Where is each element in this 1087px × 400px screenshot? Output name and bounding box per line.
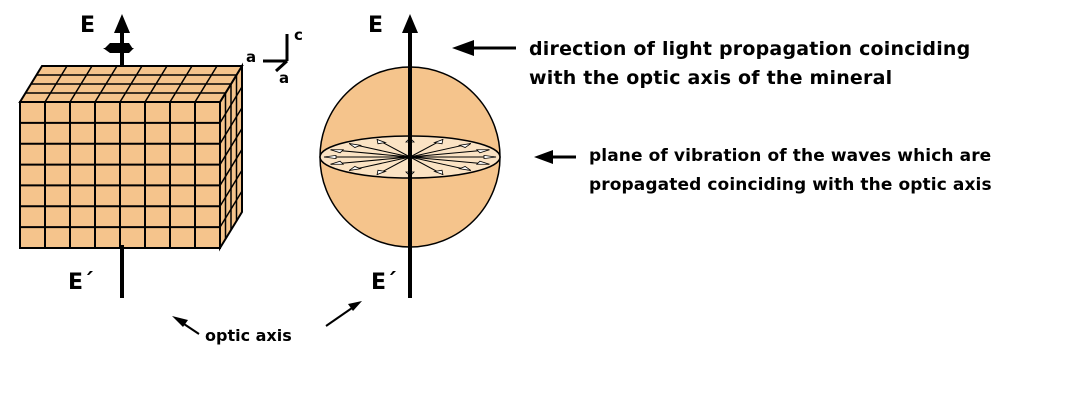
axis-label-a2: a — [279, 69, 289, 87]
propagation-annotation-line1: direction of light propagation coincidin… — [529, 38, 970, 60]
vibration-ray — [330, 149, 411, 158]
optic-axis-pointer-right — [325, 301, 362, 327]
optic-axis-label: optic axis — [205, 326, 292, 345]
vibration-arrow-tip — [433, 138, 444, 145]
vibration-arrow-tip — [348, 166, 363, 171]
vibration-arrow-tip — [457, 143, 472, 148]
cube-optic-axis — [103, 14, 134, 298]
vibration-arrow-tip — [475, 160, 490, 165]
optic-axis-pointer-left — [172, 316, 200, 335]
vibration-annotation-line2: propagated coinciding with the optic axi… — [589, 175, 992, 195]
sphere-optic-axis — [402, 14, 418, 298]
cube-grid — [18, 62, 244, 252]
e-prime-label-cube-bottom: E´ — [68, 270, 94, 295]
vibration-arrow-tip — [433, 169, 444, 176]
propagation-pointer-arrow — [452, 40, 516, 56]
vibration-arrow-tip — [330, 160, 345, 165]
sphere-axis-arrowhead — [402, 14, 418, 33]
vibration-ray — [330, 156, 411, 165]
vibration-ray — [409, 149, 490, 158]
axis-label-c: c — [294, 26, 303, 44]
propagation-annotation-line2: with the optic axis of the mineral — [529, 67, 892, 89]
crystal-axes-indicator — [263, 34, 289, 73]
crystal-cube — [18, 62, 244, 252]
axis-label-a1: a — [246, 48, 256, 66]
cube-axis-arrowhead — [114, 14, 130, 33]
vibration-arrow-tip — [323, 154, 337, 160]
e-label-cube-top: E — [80, 13, 95, 38]
cube-axis-vibration-glyph — [103, 48, 134, 53]
vibration-annotation-line1: plane of vibration of the waves which ar… — [589, 146, 991, 166]
vibration-ray — [409, 156, 490, 165]
vibration-arrow-tip — [483, 154, 497, 160]
vibration-arrow-tip — [475, 149, 490, 154]
vibration-arrow-tip — [457, 166, 472, 171]
vibration-arrow-tip — [376, 138, 387, 145]
e-prime-label-sphere-bottom: E´ — [371, 270, 397, 295]
e-label-sphere-top: E — [368, 13, 383, 38]
vibration-arrow-tip — [376, 169, 387, 176]
vibration-arrow-tip — [330, 149, 345, 154]
vibration-pointer-arrow — [534, 150, 576, 164]
vibration-arrow-tip — [348, 143, 363, 148]
